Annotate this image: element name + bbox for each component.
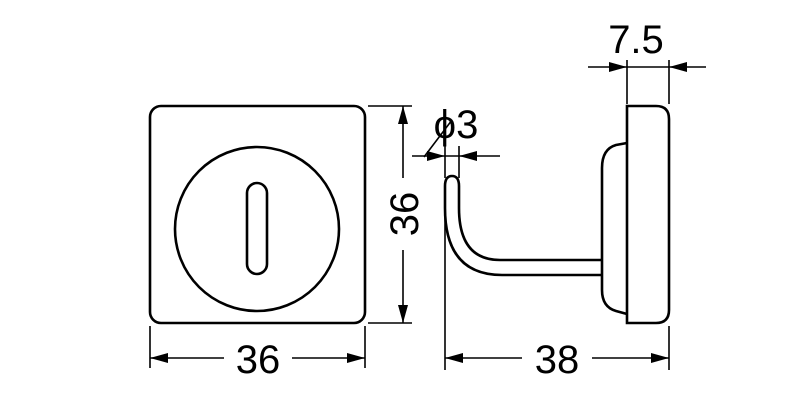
round-cap <box>173 145 341 313</box>
square-base-plate <box>148 104 367 325</box>
front-width-label: 36 <box>236 338 281 382</box>
slot <box>245 181 269 276</box>
side-view <box>443 104 671 325</box>
cap-profile <box>600 141 628 316</box>
plate-thickness-label: 7.5 <box>608 18 664 62</box>
front-height-dimension: 36 <box>368 105 427 324</box>
front-height-label: 36 <box>383 192 427 237</box>
wire-hook <box>443 174 602 262</box>
front-width-dimension: 36 <box>149 326 366 382</box>
side-depth-label: 38 <box>535 338 580 382</box>
wire-hook-inner <box>443 186 602 277</box>
side-depth-dimension: 38 <box>444 186 670 382</box>
wire-diameter-dimension: ϕ3 <box>412 103 500 178</box>
wire-diameter-label: ϕ3 <box>434 103 479 147</box>
wall-plate <box>625 104 671 325</box>
front-view <box>148 104 367 325</box>
plate-thickness-dimension: 7.5 <box>588 18 706 104</box>
